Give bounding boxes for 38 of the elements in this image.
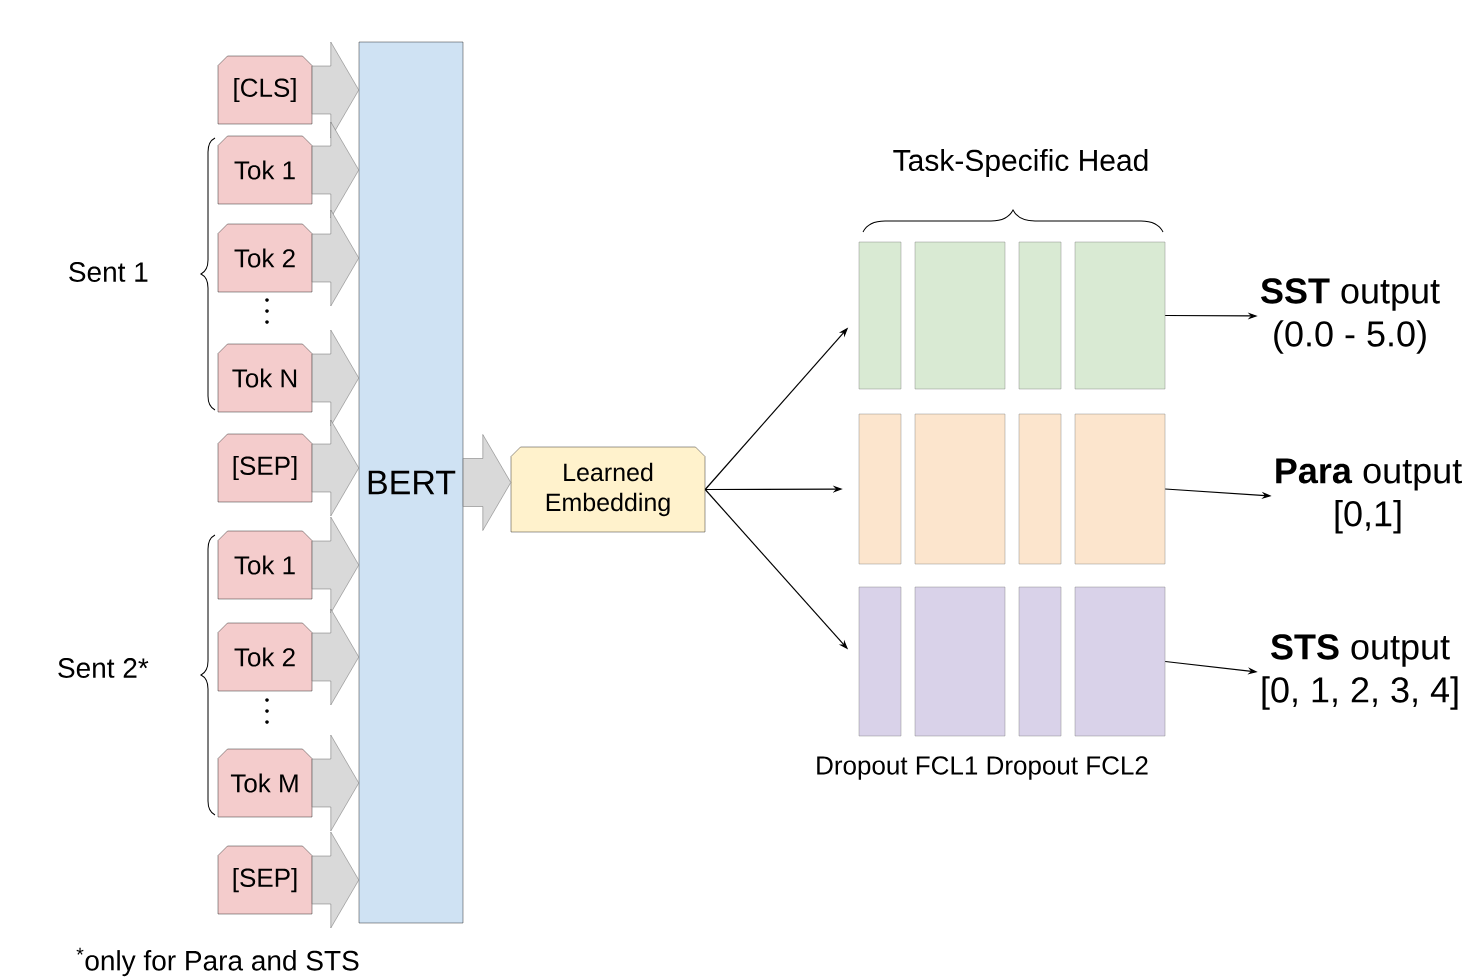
layer-block [1074, 241, 1166, 390]
text-label: Dropout FCL1 Dropout FCL2 [817, 756, 1148, 780]
layer-block [1074, 586, 1166, 737]
embedding-box: Learned Embedding [510, 446, 706, 533]
output-label: SST output (0.0 - 5.0) [1261, 278, 1440, 354]
block-arrow [312, 516, 359, 614]
layer-block [1018, 413, 1062, 565]
token-box: [SEP] [217, 433, 313, 503]
text-label: Task-Specific Head [893, 149, 1148, 177]
layer-block [914, 413, 1006, 565]
token-box: [CLS] [217, 55, 313, 125]
layer-block [858, 586, 902, 737]
block-arrow [312, 419, 359, 517]
block-arrow [312, 608, 359, 706]
token-box: Tok N [217, 343, 313, 413]
layer-block [858, 413, 902, 565]
block-arrow [312, 831, 359, 929]
output-label: Para output [0,1] [1276, 458, 1462, 534]
token-box: Tok 2 [217, 223, 313, 293]
layer-block [914, 586, 1006, 737]
token-box: Tok 1 [217, 135, 313, 205]
block-arrow [463, 434, 511, 531]
block-arrow [312, 209, 359, 307]
layer-block [1018, 586, 1062, 737]
token-box: [SEP] [217, 845, 313, 915]
text-label: Sent 2* [58, 658, 149, 678]
layer-block [1018, 241, 1062, 390]
text-label: $^{*}$only for Para and STS [76, 947, 359, 977]
token-box: Tok M [217, 748, 313, 818]
token-box: Tok 1 [217, 530, 313, 600]
model-box: BERT [358, 41, 464, 924]
block-arrow [312, 734, 359, 832]
text-label: Sent 1 [69, 262, 148, 282]
layer-block [1074, 413, 1166, 565]
layer-block [914, 241, 1006, 390]
token-box: Tok 2 [217, 622, 313, 692]
output-label: STS output [0, 1, 2, 3, 4] [1262, 634, 1458, 710]
layer-block [858, 241, 902, 390]
